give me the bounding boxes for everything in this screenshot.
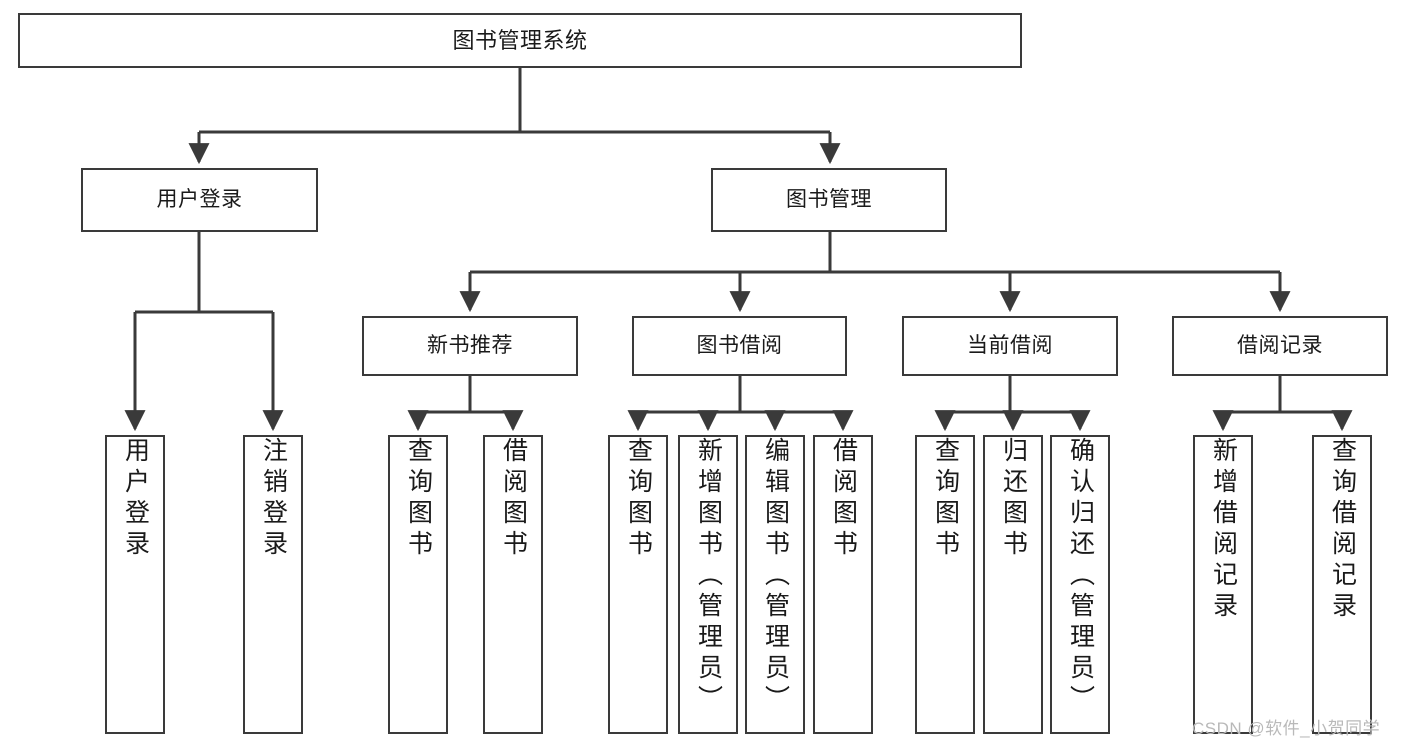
node-book-borrow[interactable]: 图书借阅 xyxy=(632,316,847,376)
node-leaf-query-book-3[interactable]: 查询图书 xyxy=(915,435,975,734)
node-new-book-rec-label: 新书推荐 xyxy=(427,333,513,357)
node-current-borrow[interactable]: 当前借阅 xyxy=(902,316,1118,376)
node-leaf-query-record[interactable]: 查询借阅记录 xyxy=(1312,435,1372,734)
node-book-manage-label: 图书管理 xyxy=(786,187,872,211)
node-leaf-query-book-3-label: 查询图书 xyxy=(931,437,960,561)
node-leaf-query-book-1-label: 查询图书 xyxy=(404,437,433,561)
node-leaf-query-record-label: 查询借阅记录 xyxy=(1328,437,1357,623)
node-leaf-borrow-book-1-label: 借阅图书 xyxy=(499,437,528,561)
node-leaf-user-login-label: 用户登录 xyxy=(121,437,150,561)
node-leaf-edit-book-label: 编辑图书（管理员） xyxy=(761,437,790,716)
node-leaf-return-book-label: 归还图书 xyxy=(999,437,1028,561)
node-leaf-add-record[interactable]: 新增借阅记录 xyxy=(1193,435,1253,734)
node-leaf-borrow-book-1[interactable]: 借阅图书 xyxy=(483,435,543,734)
node-user-login[interactable]: 用户登录 xyxy=(81,168,318,232)
node-leaf-add-book[interactable]: 新增图书（管理员） xyxy=(678,435,738,734)
node-root-label: 图书管理系统 xyxy=(452,27,588,53)
node-leaf-confirm-return-label: 确认归还（管理员） xyxy=(1066,437,1095,716)
node-leaf-borrow-book-2-label: 借阅图书 xyxy=(829,437,858,561)
node-leaf-borrow-book-2[interactable]: 借阅图书 xyxy=(813,435,873,734)
node-book-manage[interactable]: 图书管理 xyxy=(711,168,947,232)
node-borrow-record[interactable]: 借阅记录 xyxy=(1172,316,1388,376)
node-leaf-query-book-2-label: 查询图书 xyxy=(624,437,653,561)
node-leaf-user-login[interactable]: 用户登录 xyxy=(105,435,165,734)
node-user-login-label: 用户登录 xyxy=(156,187,243,211)
node-leaf-edit-book[interactable]: 编辑图书（管理员） xyxy=(745,435,805,734)
node-leaf-query-book-1[interactable]: 查询图书 xyxy=(388,435,448,734)
node-leaf-logout-label: 注销登录 xyxy=(259,437,288,561)
node-root[interactable]: 图书管理系统 xyxy=(18,13,1022,68)
node-leaf-logout[interactable]: 注销登录 xyxy=(243,435,303,734)
csdn-watermark: CSDN @软件_小贺同学 xyxy=(1192,719,1381,738)
node-leaf-confirm-return[interactable]: 确认归还（管理员） xyxy=(1050,435,1110,734)
node-leaf-add-book-label: 新增图书（管理员） xyxy=(694,437,723,716)
node-leaf-query-book-2[interactable]: 查询图书 xyxy=(608,435,668,734)
node-current-borrow-label: 当前借阅 xyxy=(967,333,1053,357)
node-leaf-add-record-label: 新增借阅记录 xyxy=(1209,437,1238,623)
node-book-borrow-label: 图书借阅 xyxy=(696,333,783,357)
node-borrow-record-label: 借阅记录 xyxy=(1237,333,1323,357)
node-leaf-return-book[interactable]: 归还图书 xyxy=(983,435,1043,734)
node-new-book-rec[interactable]: 新书推荐 xyxy=(362,316,578,376)
